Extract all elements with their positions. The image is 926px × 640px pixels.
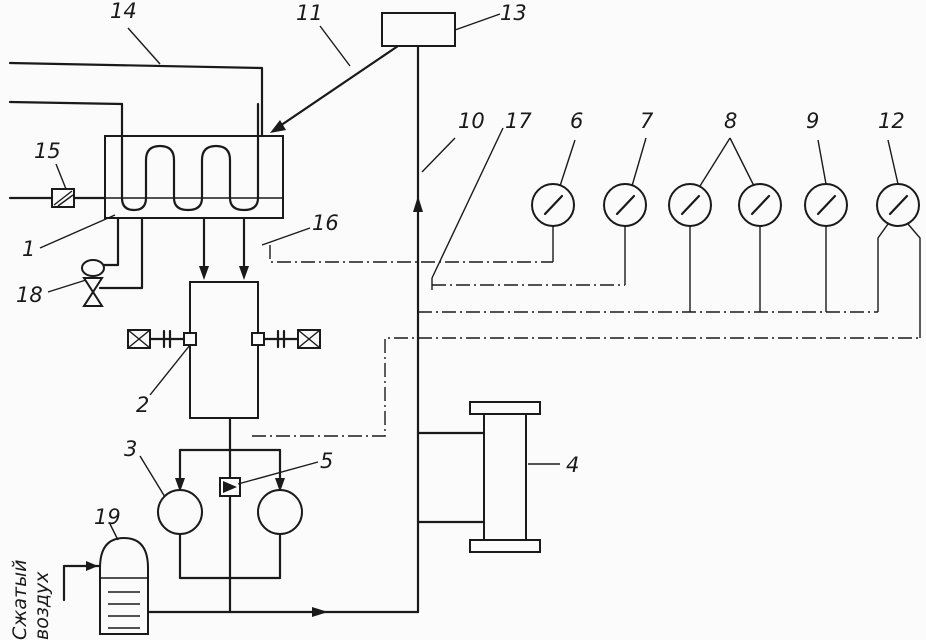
drain-line-a: [101, 216, 120, 267]
gauge-7-needle: [615, 194, 636, 216]
label-9: 9: [806, 109, 819, 133]
pump-3-right: [257, 489, 303, 535]
compressed-air-caption: Сжатый воздух: [9, 560, 53, 640]
outlet-left-arrow: [199, 266, 209, 280]
device-13: [381, 12, 456, 47]
leader-8a: [699, 137, 731, 187]
label-19: 19: [94, 505, 121, 529]
flowmeter-top-flange: [469, 401, 541, 415]
gauge-6-needle: [543, 194, 564, 216]
receiver-liquid-lines: [108, 591, 140, 629]
coil-inlet-line: [8, 100, 124, 106]
flowmeter-4: [483, 413, 527, 541]
outlet-right-arrow: [239, 266, 249, 280]
flowmeter-bottom-flange: [469, 539, 541, 553]
line-10-arrowhead: [413, 196, 423, 212]
valve-18-bottom: [82, 290, 104, 307]
valve-5-glyph: [223, 481, 237, 493]
leader-18: [47, 279, 87, 293]
line-14: [8, 61, 264, 138]
label-5: 5: [320, 449, 333, 473]
label-16: 16: [312, 211, 339, 235]
pump-left-arrow: [175, 478, 185, 492]
valve-18-body: [81, 259, 105, 277]
sensor-right: [251, 332, 265, 346]
label-12: 12: [878, 109, 905, 133]
leader-17: [431, 127, 504, 279]
leader-16: [261, 227, 311, 246]
air-inlet-line: [62, 564, 102, 602]
gauge-8a-needle: [680, 194, 701, 216]
valve-18-top: [82, 277, 104, 294]
line-11: [272, 44, 400, 132]
label-7: 7: [640, 109, 654, 133]
label-11: 11: [296, 1, 323, 25]
leader-6: [559, 139, 576, 187]
pump-right-arrow: [275, 478, 285, 492]
leader-7: [631, 137, 647, 187]
bottom-return-arrow: [312, 607, 328, 617]
label-18: 18: [16, 283, 43, 307]
filter-hatch-2: [57, 194, 74, 207]
leader-15: [55, 163, 67, 190]
label-1: 1: [22, 237, 35, 261]
label-8: 8: [724, 109, 737, 133]
leader-13: [454, 13, 501, 31]
heat-exchanger-1: [104, 135, 284, 219]
heat-exchanger-coil: [120, 102, 260, 212]
label-3: 3: [124, 437, 137, 461]
gauge-12-stem-right: [907, 223, 921, 338]
gauge-12-stem-left: [877, 223, 889, 312]
air-inlet-arrow: [86, 561, 98, 571]
signal-line-pumps: [252, 337, 920, 437]
leader-1: [39, 214, 116, 249]
drain-line-b: [98, 216, 144, 290]
leader-3: [139, 455, 166, 498]
actuator-right-x2: [297, 329, 321, 349]
leader-8b: [729, 137, 755, 187]
signal-line-16: [269, 245, 553, 263]
leader-14: [127, 27, 161, 65]
leader-19: [109, 523, 119, 541]
gauge-9-needle: [816, 194, 837, 216]
line-11-arrowhead: [270, 120, 286, 133]
filter-hatch: [53, 190, 73, 206]
label-4: 4: [566, 453, 579, 477]
leader-5: [237, 461, 319, 485]
label-14: 14: [110, 0, 137, 23]
leader-9: [817, 139, 827, 185]
label-10: 10: [458, 109, 485, 133]
label-13: 13: [500, 1, 527, 25]
sensor-left: [183, 332, 197, 346]
leader-12: [887, 139, 899, 185]
label-6: 6: [570, 109, 583, 133]
compressed-air-line1: Сжатый: [9, 560, 31, 640]
actuator-left-x2: [127, 329, 151, 349]
label-2: 2: [136, 393, 149, 417]
leader-11: [319, 25, 351, 67]
vessel-2: [189, 281, 259, 419]
receiver-19: [99, 536, 149, 635]
label-15: 15: [34, 139, 61, 163]
gauge-8b-needle: [750, 194, 771, 216]
label-17: 17: [505, 109, 532, 133]
gauge-12-needle: [888, 194, 909, 216]
compressed-air-line2: воздух: [31, 571, 53, 640]
leader-2: [149, 344, 191, 396]
leader-10: [421, 137, 456, 173]
